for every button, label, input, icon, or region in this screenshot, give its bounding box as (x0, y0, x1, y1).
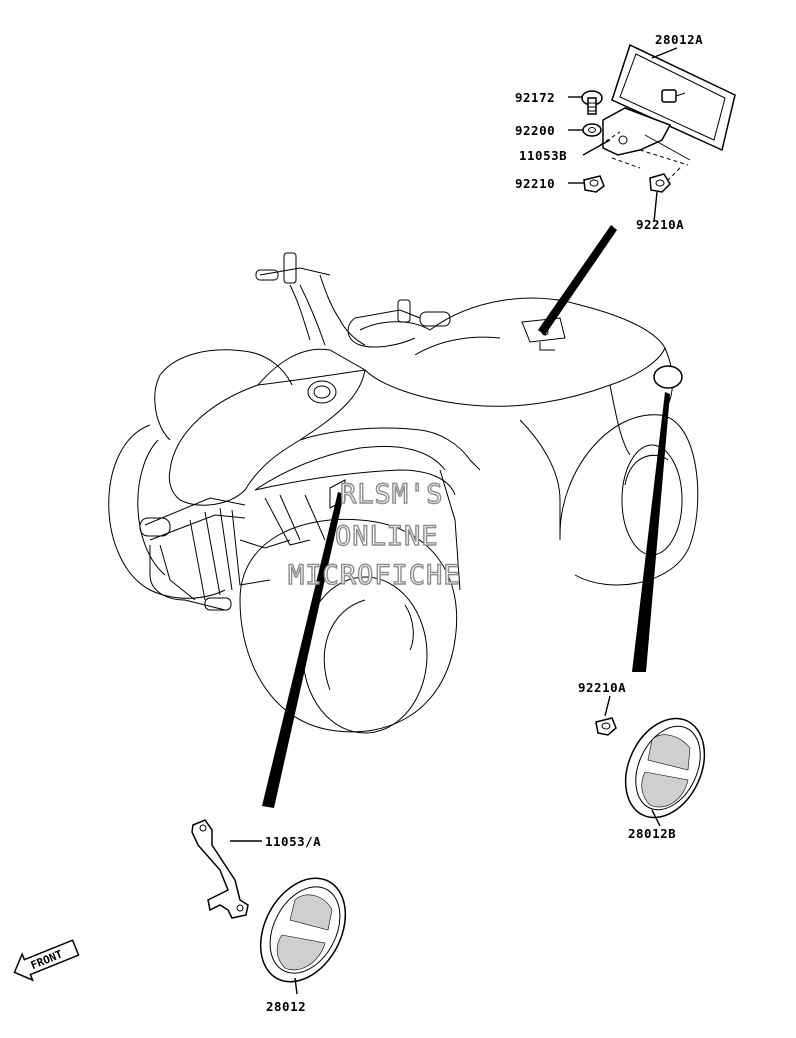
label-92172: 92172 (515, 90, 555, 105)
label-92210A-top: 92210A (636, 217, 684, 232)
label-leaders (230, 47, 678, 995)
label-92210: 92210 (515, 176, 555, 191)
license-lamp-assembly (581, 43, 736, 193)
part-92210A-top (649, 173, 671, 193)
part-92210A-right (595, 717, 617, 736)
watermark-line2: ONLINE (335, 521, 439, 552)
part-28012B (624, 717, 706, 819)
watermark: RLSM'S ONLINE MICROFICHE (287, 478, 461, 591)
label-28012B: 28012B (628, 826, 676, 841)
part-92172 (581, 90, 603, 115)
part-11053B (602, 89, 691, 161)
label-92210A-right: 92210A (578, 680, 626, 695)
label-28012A: 28012A (655, 32, 703, 47)
watermark-line1: RLSM'S (340, 479, 444, 510)
rear-reflector-mounted (653, 365, 683, 389)
part-28012 (259, 877, 347, 983)
label-92200: 92200 (515, 123, 555, 138)
watermark-line3: MICROFICHE (288, 560, 461, 591)
leader-wedges (262, 225, 670, 808)
part-11053A (191, 819, 249, 919)
rear-reflector-assembly (595, 717, 706, 819)
label-11053B: 11053B (519, 148, 567, 163)
front-reflector-assembly (191, 819, 347, 983)
part-92210 (583, 175, 605, 193)
front-direction-arrow: FRONT (13, 939, 80, 982)
part-92200 (582, 123, 602, 137)
label-28012: 28012 (266, 999, 306, 1014)
label-11053A: 11053/A (265, 834, 321, 849)
